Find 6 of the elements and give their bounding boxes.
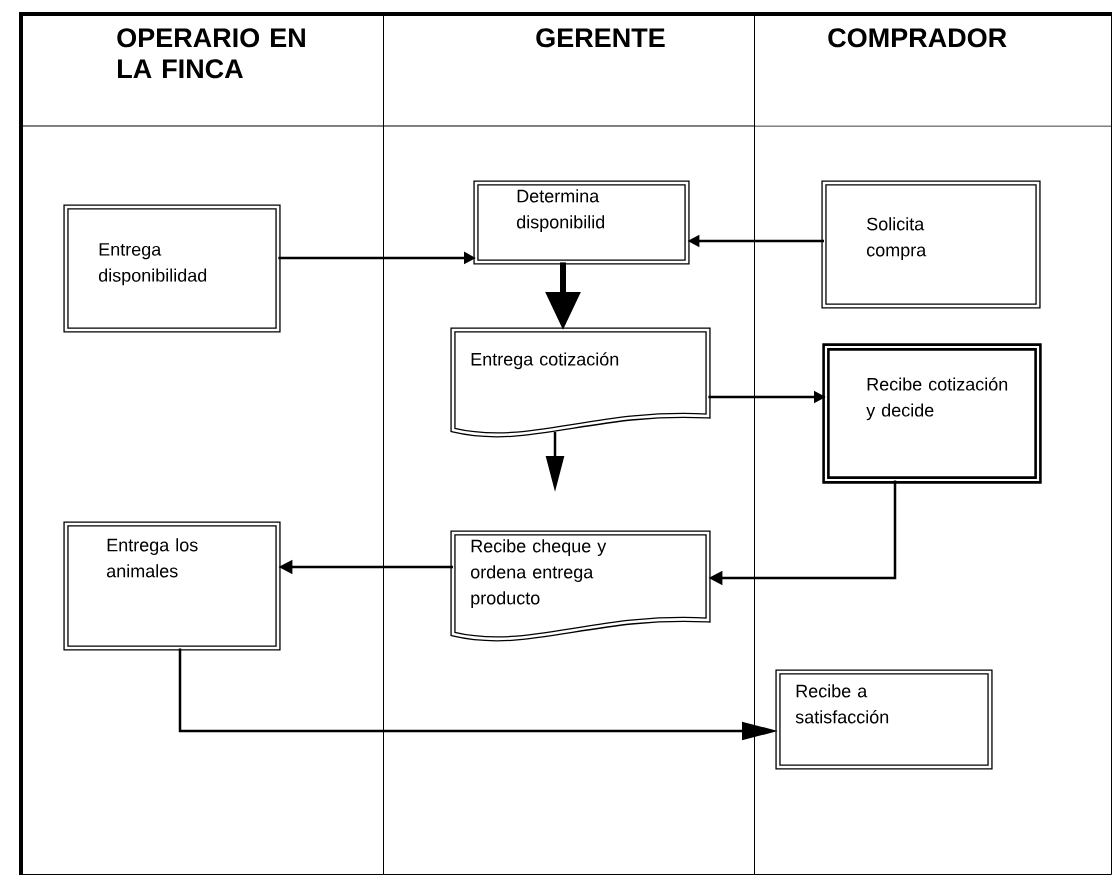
process-box: Recibe a satisfacción bbox=[775, 669, 993, 770]
process-box: Determina disponibilid bbox=[473, 180, 690, 265]
process-box: Solicita compra bbox=[821, 180, 1041, 309]
process-box: Entrega los animales bbox=[63, 521, 281, 651]
process-box: Recibe cotización y decide bbox=[822, 343, 1042, 484]
process-box: Entrega disponibilidad bbox=[63, 204, 281, 333]
